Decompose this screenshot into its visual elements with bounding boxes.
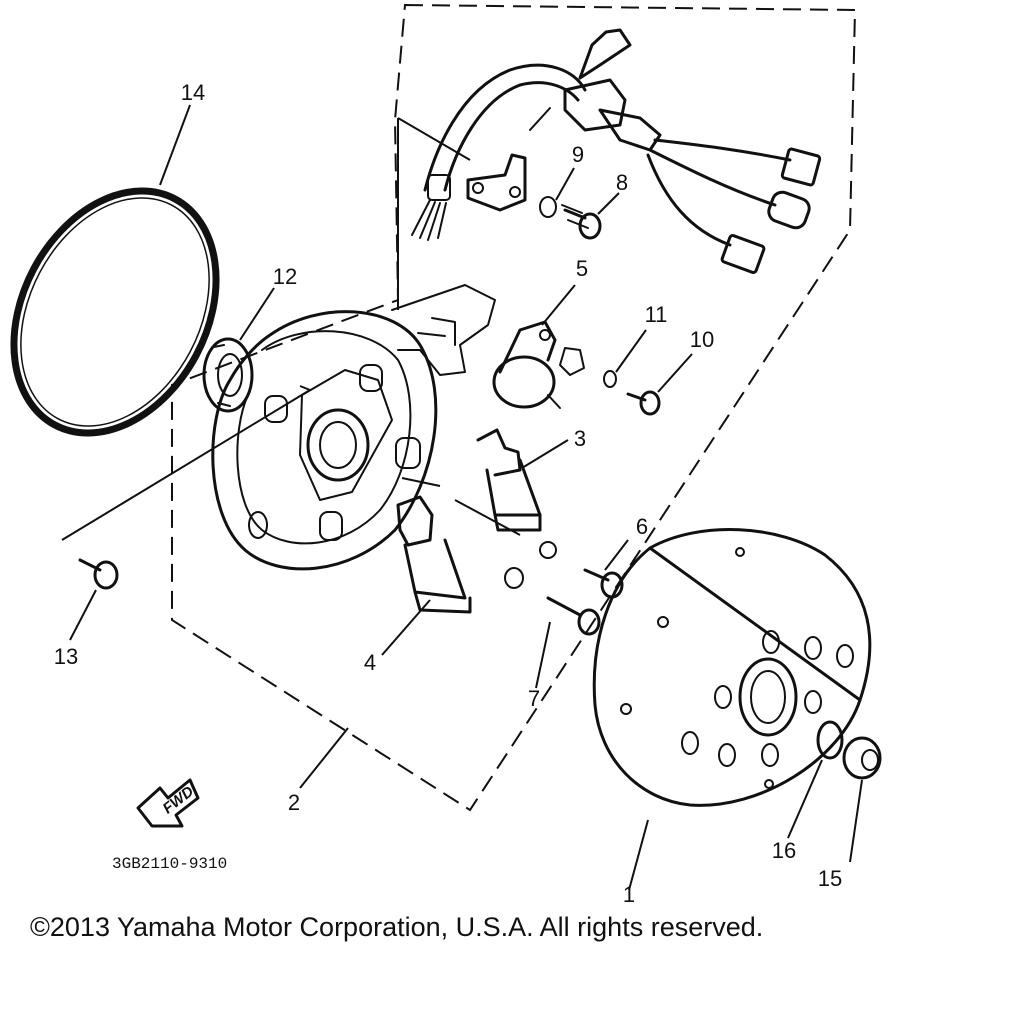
source-coil-3 xyxy=(476,428,557,559)
screw-8 xyxy=(561,204,602,240)
screw-13 xyxy=(78,558,119,590)
callout-12: 12 xyxy=(273,264,297,289)
drawing-code: 3GB2110-9310 xyxy=(112,855,227,873)
flywheel-rotor xyxy=(592,528,872,807)
callout-11: 11 xyxy=(645,302,668,327)
lock-washer-11 xyxy=(603,370,617,388)
callout-9: 9 xyxy=(572,142,584,167)
wire-clamp xyxy=(466,153,527,212)
callout-4: 4 xyxy=(364,650,376,675)
callout-10: 10 xyxy=(690,327,714,352)
pickup-coil xyxy=(492,320,585,409)
callout-1: 1 xyxy=(623,882,635,907)
washer-16 xyxy=(816,720,844,760)
wiring-harness xyxy=(411,28,822,274)
forward-arrow-icon: FWD xyxy=(136,778,200,828)
callout-16: 16 xyxy=(772,838,796,863)
lock-washer-9 xyxy=(539,196,557,218)
callout-6: 6 xyxy=(636,514,648,539)
o-ring xyxy=(10,187,220,437)
callout-14: 14 xyxy=(181,80,205,105)
charge-coil-4 xyxy=(396,495,524,614)
nut-15 xyxy=(842,736,882,780)
screw-6 xyxy=(583,568,624,599)
stator-base-plate xyxy=(211,284,496,571)
callout-13: 13 xyxy=(54,644,78,669)
callout-15: 15 xyxy=(818,866,842,891)
copyright-notice: ©2013 Yamaha Motor Corporation, U.S.A. A… xyxy=(30,912,764,942)
rotor-holes xyxy=(620,547,854,789)
callout-8: 8 xyxy=(616,170,628,195)
assembly-boundary xyxy=(171,3,857,812)
callouts: 1 2 3 4 5 6 7 8 9 10 11 12 13 14 15 16 xyxy=(54,80,842,907)
screw-7 xyxy=(546,596,601,636)
oil-seal xyxy=(202,337,254,413)
callout-7: 7 xyxy=(528,686,540,711)
screw-10 xyxy=(626,390,661,416)
callout-3: 3 xyxy=(574,426,586,451)
callout-2: 2 xyxy=(288,790,300,815)
callout-5: 5 xyxy=(576,256,588,281)
leader-lines xyxy=(61,104,863,891)
